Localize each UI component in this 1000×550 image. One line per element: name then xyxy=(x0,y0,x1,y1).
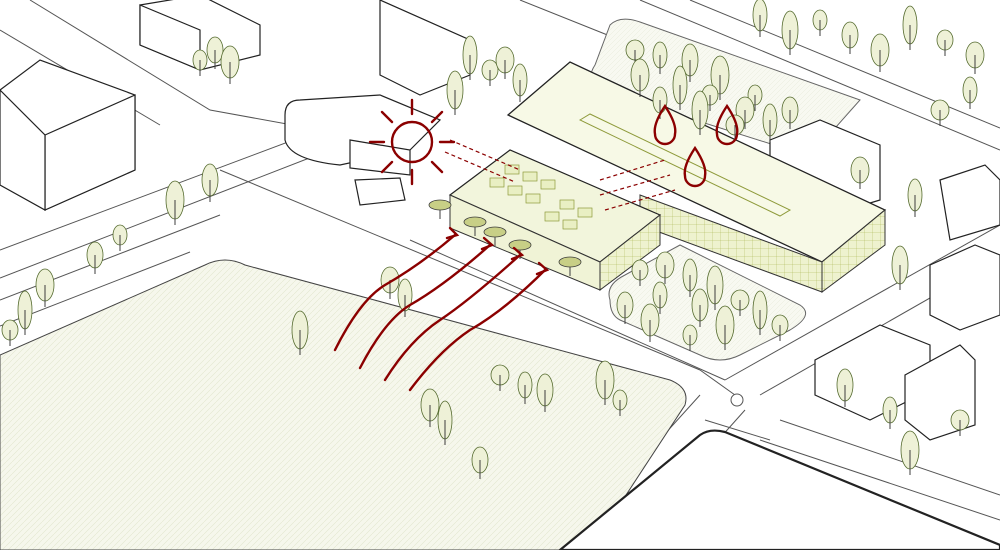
tree xyxy=(747,84,763,111)
tree xyxy=(682,324,698,351)
tree xyxy=(471,446,489,479)
tree xyxy=(631,259,649,286)
tree xyxy=(950,409,970,436)
tree xyxy=(1,319,19,346)
tree xyxy=(437,400,453,445)
sun-icon xyxy=(368,98,456,186)
tree xyxy=(640,303,660,342)
umbrella-tree xyxy=(463,216,487,236)
tree xyxy=(206,36,224,69)
tree xyxy=(192,49,208,76)
tree xyxy=(595,360,615,405)
tree xyxy=(517,371,533,404)
solar-rays xyxy=(444,139,676,211)
wind-arrow-icon xyxy=(333,226,550,392)
trees xyxy=(1,0,985,479)
tree xyxy=(735,96,755,129)
tree xyxy=(965,41,985,74)
tree xyxy=(907,178,923,217)
tree xyxy=(762,103,778,142)
tree xyxy=(625,39,645,66)
tree xyxy=(446,70,464,115)
tree xyxy=(715,305,735,350)
tree xyxy=(462,35,478,80)
tree xyxy=(730,289,750,316)
tree xyxy=(35,268,55,307)
tree xyxy=(710,55,730,100)
water-drop-icon xyxy=(683,145,707,188)
tree xyxy=(870,33,890,72)
umbrella-tree xyxy=(483,226,507,246)
tree xyxy=(706,265,724,310)
tree xyxy=(672,65,688,110)
tree xyxy=(936,29,954,56)
tree xyxy=(841,21,859,54)
tree xyxy=(612,389,628,416)
water-drop-icon xyxy=(653,103,677,146)
tree xyxy=(495,46,515,79)
tree xyxy=(536,373,554,412)
tree xyxy=(900,430,920,475)
tree xyxy=(17,290,33,335)
tree xyxy=(512,63,528,102)
tree xyxy=(291,310,309,355)
tree xyxy=(220,45,240,84)
tree xyxy=(752,290,768,335)
tree xyxy=(201,163,219,202)
umbrella-tree xyxy=(428,199,452,219)
tree xyxy=(112,224,128,251)
tree xyxy=(752,0,768,37)
water-drop-icon xyxy=(715,103,739,146)
tree xyxy=(781,10,799,55)
tree xyxy=(397,278,413,317)
tree xyxy=(652,281,668,314)
tree xyxy=(616,291,634,324)
tree xyxy=(781,96,799,129)
tree xyxy=(86,241,104,274)
tree xyxy=(630,58,650,97)
tree xyxy=(850,156,870,189)
tree xyxy=(902,5,918,50)
tree xyxy=(420,388,440,427)
tree xyxy=(380,266,400,299)
tree xyxy=(691,90,709,135)
tree xyxy=(681,43,699,82)
tree xyxy=(481,59,499,86)
tree xyxy=(490,364,510,391)
tree xyxy=(891,245,909,290)
tree xyxy=(962,76,978,109)
tree xyxy=(882,396,898,429)
tree xyxy=(812,9,828,36)
tree xyxy=(771,314,789,341)
tree xyxy=(682,258,698,297)
tree xyxy=(691,288,709,327)
tree xyxy=(165,180,185,225)
tree xyxy=(655,251,675,284)
umbrella-tree xyxy=(558,256,582,276)
dark-lot xyxy=(558,429,1000,550)
green-field xyxy=(0,259,687,550)
tree xyxy=(652,41,668,74)
tree xyxy=(930,99,950,126)
tree xyxy=(836,368,854,407)
